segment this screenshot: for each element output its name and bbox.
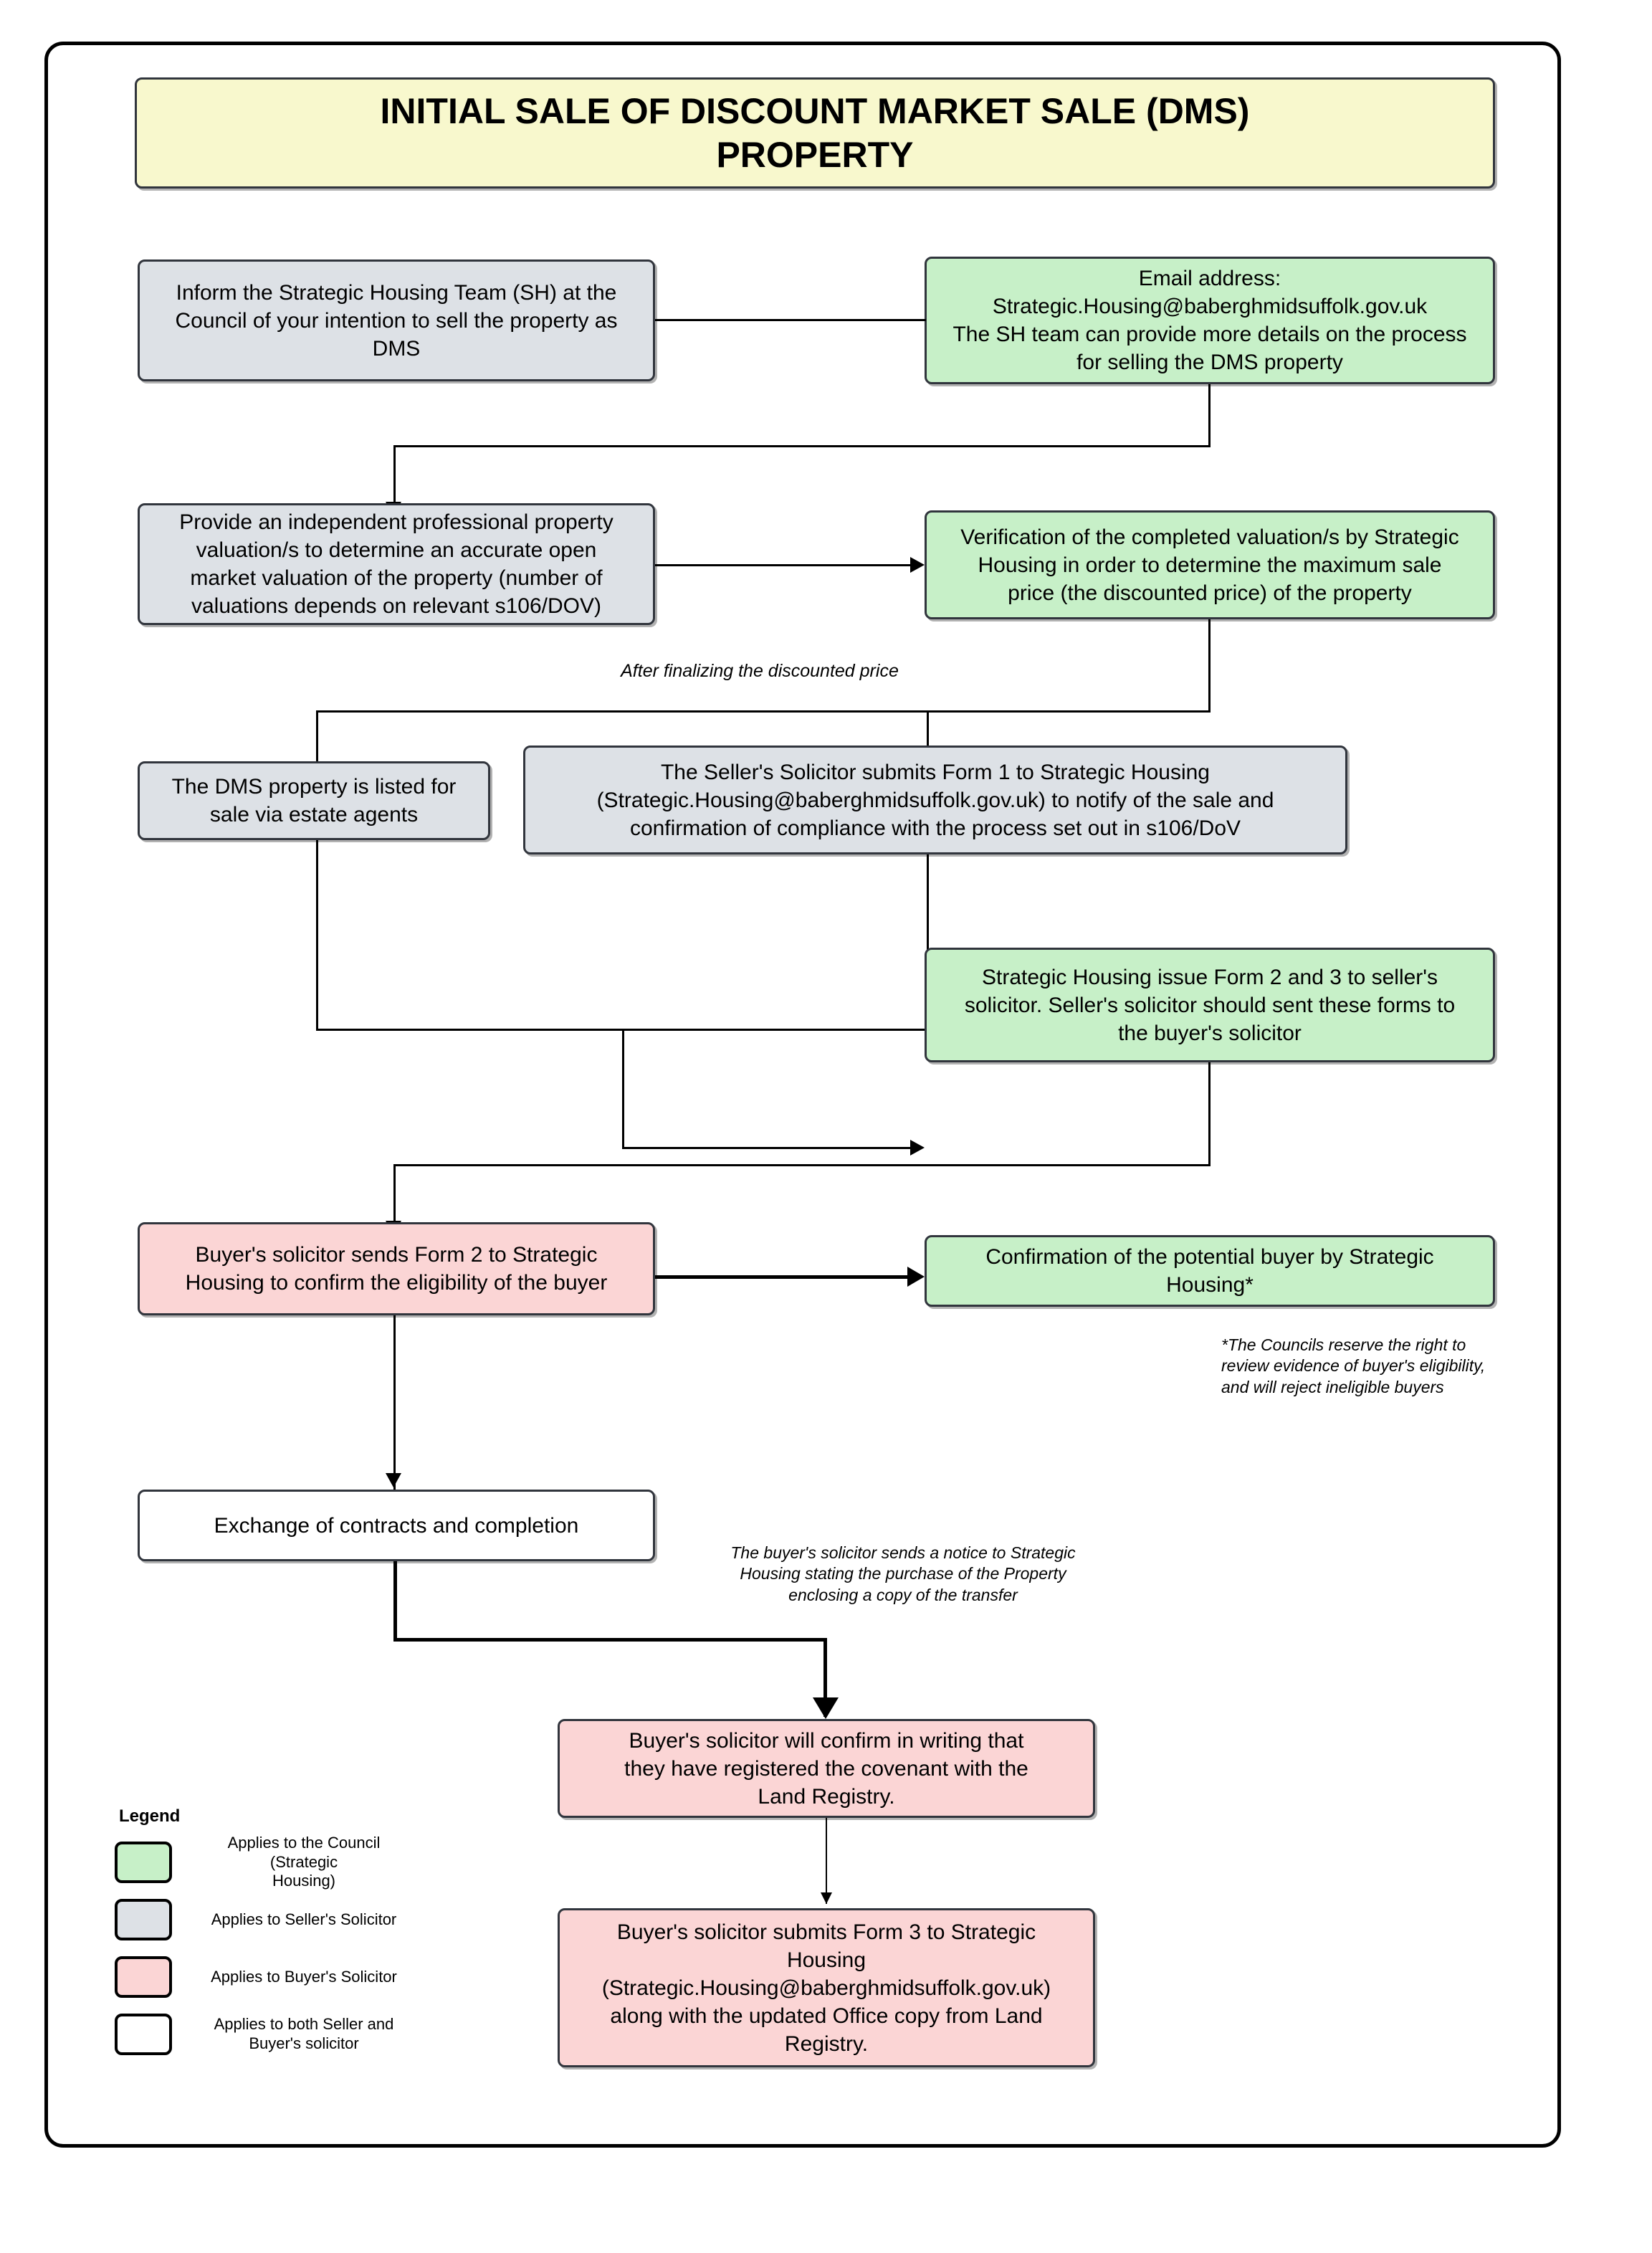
connector-forms-down (1208, 1062, 1211, 1166)
node-confirmation-buyer[interactable]: Confirmation of the potential buyer by S… (925, 1235, 1495, 1307)
connector-merge-right-to-forms (622, 1147, 912, 1149)
node-submit-form3[interactable]: Buyer's solicitor submits Form 3 to Stra… (558, 1908, 1095, 2067)
connector-verification-left-bar (316, 710, 1211, 713)
connector-email-down-2 (393, 445, 396, 515)
legend-swatch-seller (115, 1899, 172, 1940)
connector-form2-to-confirmation (655, 1275, 912, 1279)
connector-merge-vertical-real (622, 1029, 624, 1148)
connector-exchange-down (393, 1561, 397, 1640)
connector-covenant-down (826, 1818, 827, 1904)
node-provide-valuation[interactable]: Provide an independent professional prop… (138, 503, 655, 625)
arrow-into-submit-form3 (821, 1892, 832, 1904)
node-email-address-label: Email address: Strategic.Housing@babergh… (952, 267, 1467, 374)
node-exchange-completion-label: Exchange of contracts and completion (214, 1513, 579, 1538)
legend-swatch-council (115, 1842, 172, 1883)
legend-label-buyer: Applies to Buyer's Solicitor (211, 1967, 397, 1986)
legend-swatch-both (115, 2014, 172, 2055)
legend: Legend Applies to the Council (Strategic… (115, 1806, 444, 2063)
node-inform-strategic-housing[interactable]: Inform the Strategic Housing Team (SH) a… (138, 259, 655, 381)
legend-title: Legend (119, 1806, 181, 1826)
legend-row-buyer: Applies to Buyer's Solicitor (115, 1948, 444, 2006)
node-confirmation-buyer-label: Confirmation of the potential buyer by S… (985, 1245, 1434, 1297)
node-submit-form3-label: Buyer's solicitor submits Form 3 to Stra… (601, 1920, 1051, 2056)
connector-to-exchange (393, 1406, 396, 1507)
legend-swatch-buyer (115, 1956, 172, 1998)
connector-form2-down (393, 1315, 396, 1409)
arrow-into-verification (910, 557, 925, 573)
node-issue-forms-2-3-label: Strategic Housing issue Form 2 and 3 to … (964, 965, 1456, 1045)
node-inform-strategic-housing-label: Inform the Strategic Housing Team (SH) a… (175, 280, 618, 361)
arrow-into-issue-forms (910, 1140, 925, 1156)
connector-listed-down (316, 840, 318, 1031)
connector-form1-down (927, 854, 929, 1031)
connector-forms-left (393, 1164, 1211, 1166)
legend-row-both: Applies to both Seller and Buyer's solic… (115, 2006, 444, 2063)
node-buyer-sends-form2[interactable]: Buyer's solicitor sends Form 2 to Strate… (138, 1222, 655, 1315)
edge-label-after-finalizing: After finalizing the discounted price (621, 661, 899, 681)
legend-row-council: Applies to the Council (Strategic Housin… (115, 1834, 444, 1891)
node-form1-submit-label: The Seller's Solicitor submits Form 1 to… (596, 760, 1274, 840)
legend-label-council: Applies to the Council (Strategic Housin… (227, 1833, 381, 1890)
arrow-into-register-covenant (813, 1697, 839, 1719)
node-exchange-completion[interactable]: Exchange of contracts and completion (138, 1490, 655, 1561)
node-provide-valuation-label: Provide an independent professional prop… (179, 510, 613, 618)
connector-forms-down-2 (393, 1164, 396, 1234)
edge-label-notice-to-sh: The buyer's solicitor sends a notice to … (730, 1543, 1076, 1604)
connector-verification-down (1208, 619, 1211, 713)
connector-inform-to-email (655, 319, 926, 321)
node-listed-for-sale-label: The DMS property is listed for sale via … (171, 775, 457, 827)
node-issue-forms-2-3[interactable]: Strategic Housing issue Form 2 and 3 to … (925, 948, 1495, 1062)
node-register-covenant[interactable]: Buyer's solicitor will confirm in writin… (558, 1719, 1095, 1818)
node-listed-for-sale[interactable]: The DMS property is listed for sale via … (138, 761, 490, 840)
arrow-into-confirmation (907, 1267, 925, 1287)
edge-label-councils-reserve: *The Councils reserve the right to revie… (1221, 1335, 1486, 1396)
node-verification-label: Verification of the completed valuation/… (960, 525, 1459, 605)
node-form1-submit[interactable]: The Seller's Solicitor submits Form 1 to… (523, 746, 1347, 854)
legend-row-seller: Applies to Seller's Solicitor (115, 1891, 444, 1948)
connector-email-down-1 (1208, 384, 1211, 447)
connector-email-left (393, 445, 1211, 447)
arrow-into-exchange (386, 1473, 401, 1487)
connector-exchange-right (393, 1638, 827, 1642)
node-register-covenant-label: Buyer's solicitor will confirm in writin… (624, 1728, 1028, 1809)
node-buyer-sends-form2-label: Buyer's solicitor sends Form 2 to Strate… (185, 1243, 608, 1295)
connector-valuation-to-verification (655, 564, 912, 566)
legend-label-seller: Applies to Seller's Solicitor (211, 1910, 397, 1928)
connector-to-listed-down (316, 710, 318, 781)
node-email-address[interactable]: Email address: Strategic.Housing@babergh… (925, 257, 1495, 384)
node-verification[interactable]: Verification of the completed valuation/… (925, 510, 1495, 619)
connector-down-to-covenant (823, 1638, 827, 1717)
legend-label-both: Applies to both Seller and Buyer's solic… (214, 2015, 394, 2052)
page-title: INITIAL SALE OF DISCOUNT MARKET SALE (DM… (135, 77, 1495, 189)
